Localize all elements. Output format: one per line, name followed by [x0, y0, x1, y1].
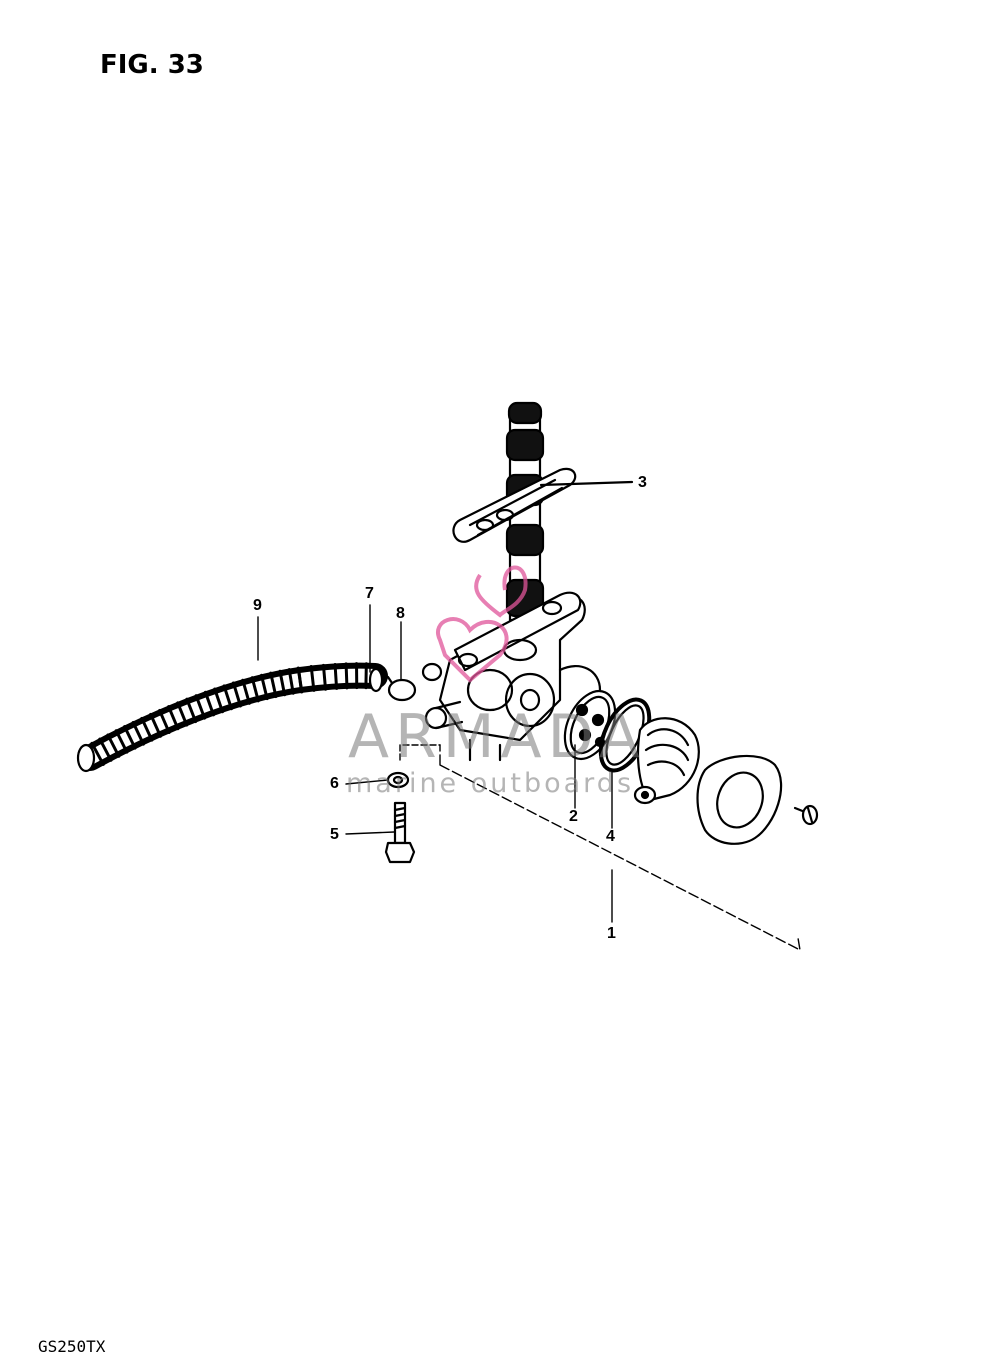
hose-rib [250, 676, 260, 703]
hose-rib [194, 694, 207, 720]
callout-3: 3 [638, 474, 647, 491]
hose-rib [203, 690, 216, 717]
fuel-hose-part-9 [76, 662, 388, 773]
hose-rib [241, 678, 251, 705]
hose-rib [321, 663, 328, 691]
hose-rib [140, 716, 154, 742]
watermark-tagline: marine outboards [346, 768, 635, 799]
hose-rib [213, 687, 224, 714]
hose-rib [185, 697, 198, 724]
hose-rib [167, 705, 180, 731]
watermark-logo [436, 565, 528, 683]
hose-rib [176, 701, 189, 727]
hose-rib [222, 684, 233, 711]
callout-4: 4 [606, 828, 615, 845]
hose-rib [278, 669, 287, 697]
valve-body [421, 591, 602, 762]
hose-rib [106, 733, 121, 758]
hose-rib [269, 671, 278, 699]
fuel-pipe-part-3 [452, 401, 634, 622]
callout-1: 1 [607, 925, 616, 942]
hose-rib [231, 681, 242, 708]
figure-title: FIG. 33 [100, 50, 204, 80]
callout-2: 2 [569, 808, 578, 825]
hose-rib [114, 729, 129, 754]
hose-rib [90, 741, 105, 766]
hose-clip-part-8 [386, 675, 417, 702]
hose-rib [123, 725, 137, 750]
hose-rib [333, 662, 339, 690]
model-code: GS250TX [38, 1337, 106, 1356]
hose-rib [297, 666, 303, 694]
hose-rib [344, 662, 349, 690]
callout-6: 6 [330, 775, 339, 792]
leader-lines [257, 604, 801, 951]
callout-8: 8 [396, 605, 405, 622]
hose-rib [287, 668, 295, 695]
hose-rib [131, 720, 145, 746]
callout-9: 9 [253, 597, 262, 614]
callout-5: 5 [330, 826, 339, 843]
hose-rib [309, 665, 316, 692]
hose-rib [149, 712, 162, 738]
lever-cover [633, 717, 700, 805]
watermark-brand: ARMADA [348, 702, 646, 772]
bolt-part-5 [384, 801, 416, 864]
screw [793, 804, 819, 826]
hose-rib [98, 737, 113, 762]
callout-7: 7 [365, 585, 374, 602]
hose-rib [259, 673, 269, 701]
cover-gasket-plate [696, 754, 783, 845]
hose-rib [158, 708, 171, 734]
